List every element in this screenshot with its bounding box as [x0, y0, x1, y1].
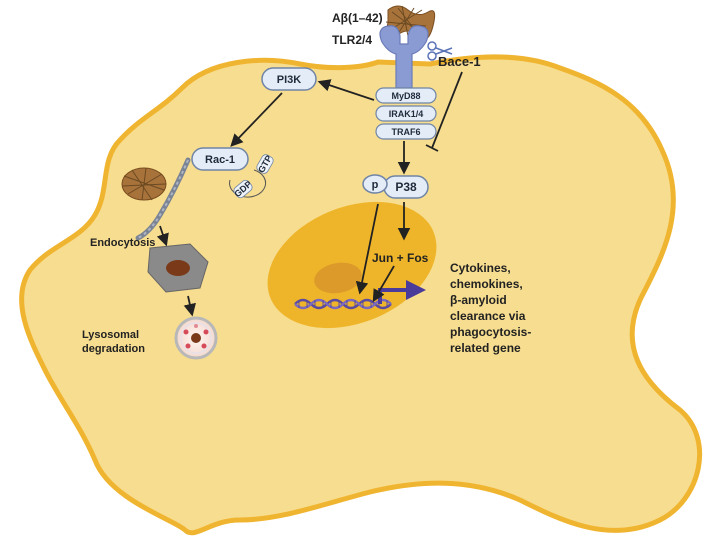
- arrow-myd88-to-pi3k: [317, 79, 375, 101]
- endocytosis-label: Endocytosis: [90, 237, 155, 249]
- lysosome-label-line2: degradation: [82, 343, 145, 355]
- gtp-gdp-cycle: [229, 169, 267, 198]
- outcome-line-3: β-amyloid: [450, 293, 507, 307]
- traf6-pill: [375, 123, 437, 140]
- rac1-label: Rac-1: [205, 154, 235, 166]
- myd88-label: MyD88: [391, 91, 420, 101]
- receptor-label: TLR2/4: [332, 33, 372, 47]
- arrow-clump-to-endosome: [156, 225, 169, 247]
- amyloid-fibril-clump-left: [121, 167, 167, 201]
- outcome-line-5: phagocytosis-: [450, 325, 531, 339]
- pi3k-label: PI3K: [277, 74, 302, 86]
- arrow-endosome-to-lysosome: [183, 295, 196, 317]
- rac1-pill: [191, 147, 249, 171]
- lysosome: [174, 316, 218, 360]
- outcome-line-4: clearance via: [450, 309, 526, 323]
- bace1-inhibition: [431, 71, 463, 149]
- myd88-pill: [375, 87, 437, 104]
- irak-pill: [375, 105, 437, 122]
- phospho-tag: [362, 174, 388, 194]
- endosome-cargo: [166, 260, 190, 276]
- irak-label: IRAK1/4: [389, 109, 424, 119]
- arrow-pi3k-to-rac1: [230, 92, 283, 147]
- outcome-line-2: chemokines,: [450, 277, 523, 291]
- gdp-pill: [233, 179, 253, 199]
- ligand-label: Aβ(1–42): [332, 11, 383, 25]
- lysosome-label-line1: Lysosomal: [82, 329, 139, 341]
- bace1-label: Bace-1: [438, 54, 481, 69]
- actin-filament: [135, 157, 191, 241]
- phospho-label: p: [372, 179, 379, 191]
- arrow-jun-fos-to-dna: [372, 265, 395, 303]
- arrow-p38-to-dna: [355, 203, 379, 295]
- bace1-inhibition-bar: [425, 144, 439, 152]
- outcome-text: Cytokines, chemokines, β-amyloid clearan…: [450, 261, 531, 355]
- traf6-label: TRAF6: [392, 127, 421, 137]
- dna-helix: [294, 298, 392, 310]
- nucleolus: [314, 262, 362, 294]
- p38-label: P38: [395, 180, 417, 194]
- jun-fos-label: Jun + Fos: [372, 251, 429, 265]
- adaptor-stack: MyD88 IRAK1/4 TRAF6: [375, 87, 437, 140]
- pathway-arrows: [156, 71, 463, 317]
- outcome-line-1: Cytokines,: [450, 261, 511, 275]
- outcome-line-6: related gene: [450, 341, 521, 355]
- scissors-icon: [427, 41, 453, 61]
- gtp-pill: [256, 154, 274, 174]
- pi3k-pill: [261, 67, 317, 91]
